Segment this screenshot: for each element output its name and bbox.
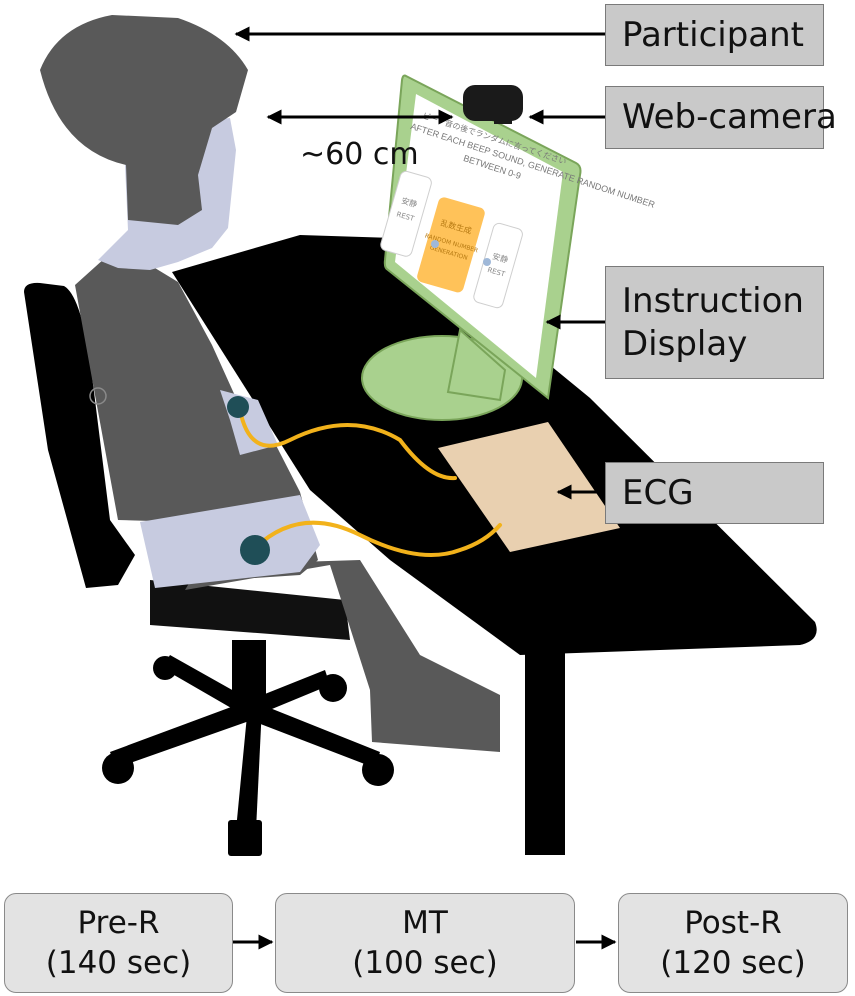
svg-text:安静: 安静 xyxy=(491,251,509,265)
participant-head xyxy=(40,15,248,225)
phase-name: Pre-R xyxy=(77,904,160,941)
svg-text:安静: 安静 xyxy=(400,195,418,209)
participant-label: Participant xyxy=(605,4,824,66)
web-camera xyxy=(463,85,523,124)
office-chair xyxy=(24,282,394,856)
web-camera-label: Web-camera xyxy=(605,86,837,149)
phase-name: MT xyxy=(402,904,448,941)
screen-left-rest-box: 安静 REST xyxy=(380,170,432,257)
participant-legs xyxy=(185,560,500,752)
phase-duration: (120 sec) xyxy=(660,945,806,981)
ecg-cables xyxy=(238,408,502,557)
phase-duration: (100 sec) xyxy=(352,945,498,981)
distance-label: ~60 cm xyxy=(300,137,419,172)
phase-mental-task: MT (100 sec) xyxy=(275,893,575,993)
screen-dot-icon xyxy=(431,240,439,248)
phase-name: Post-R xyxy=(684,904,782,941)
instruction-display-label: Instruction Display xyxy=(605,266,824,379)
phase-pre-rest: Pre-R (140 sec) xyxy=(4,893,233,993)
electrode-upper-icon xyxy=(227,396,249,418)
ecg-label: ECG xyxy=(605,462,824,524)
phase-post-rest: Post-R (120 sec) xyxy=(618,893,848,993)
screen-dot-icon xyxy=(483,258,491,266)
label-arrows xyxy=(234,26,605,500)
ecg-device xyxy=(438,422,620,552)
phase-duration: (140 sec) xyxy=(45,945,192,981)
joint-marker-icon xyxy=(89,387,107,405)
instruction-monitor: ビープ音の後でランダムに言ってください AFTER EACH BEEP SOUN… xyxy=(361,74,657,421)
screen-right-rest-box: 安静 REST xyxy=(473,222,523,309)
screen-random-number-box: 乱数生成 RANDOM NUMBER GENERATION xyxy=(417,197,485,293)
electrode-lower-icon xyxy=(240,535,270,565)
participant-torso xyxy=(75,258,318,578)
